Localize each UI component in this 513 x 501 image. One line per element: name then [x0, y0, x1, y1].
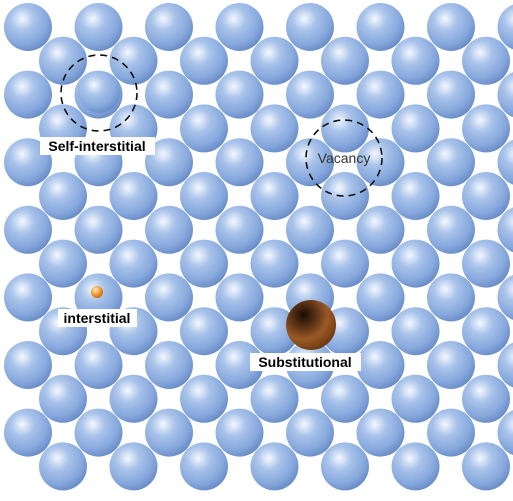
- lattice-atom: [4, 409, 52, 457]
- lattice-atom: [145, 341, 193, 389]
- lattice-atom: [110, 172, 158, 220]
- lattice-atom: [357, 71, 405, 119]
- interstitial-atom: [91, 286, 103, 298]
- lattice-atom: [462, 442, 510, 490]
- lattice-atom: [392, 240, 440, 288]
- lattice-atom: [75, 206, 123, 254]
- lattice-atom: [321, 104, 369, 152]
- lattice-atom: [392, 307, 440, 355]
- lattice-atom: [145, 409, 193, 457]
- lattice-atom: [251, 37, 299, 85]
- interstitial-label: interstitial: [64, 310, 131, 326]
- lattice-atom: [462, 104, 510, 152]
- interstitial-label-group: interstitial: [58, 309, 137, 327]
- lattice-atom: [180, 172, 228, 220]
- lattice-atom: [180, 442, 228, 490]
- lattice-atom: [75, 3, 123, 51]
- substitutional-atom: [286, 300, 336, 350]
- lattice-atom: [286, 3, 334, 51]
- lattice-atom: [427, 206, 475, 254]
- lattice-atom: [321, 172, 369, 220]
- lattice-atom: [321, 442, 369, 490]
- lattice-atom: [392, 104, 440, 152]
- lattice-atom: [4, 273, 52, 321]
- lattice-atom: [462, 307, 510, 355]
- lattice-atom: [462, 172, 510, 220]
- lattice-atom: [216, 273, 264, 321]
- lattice-atom: [427, 341, 475, 389]
- lattice-atom: [4, 206, 52, 254]
- lattice-atom: [427, 3, 475, 51]
- lattice-atom: [462, 375, 510, 423]
- vacancy-label: Vacancy: [318, 150, 371, 166]
- lattice-atom: [180, 240, 228, 288]
- lattice-atom: [180, 375, 228, 423]
- lattice-atom: [427, 273, 475, 321]
- lattice-atom: [4, 341, 52, 389]
- lattice-atom: [427, 138, 475, 186]
- lattice-atom: [251, 240, 299, 288]
- lattice-atom: [216, 206, 264, 254]
- self-interstitial-label: Self-interstitial: [48, 138, 145, 154]
- lattice-atom: [110, 375, 158, 423]
- lattice-atom: [145, 3, 193, 51]
- lattice-atom: [216, 3, 264, 51]
- lattice-atom: [321, 240, 369, 288]
- substitutional-label: Substitutional: [258, 354, 351, 370]
- lattice-atom: [216, 409, 264, 457]
- lattice-atom: [39, 442, 87, 490]
- lattice-atom: [392, 442, 440, 490]
- lattice-atom: [180, 37, 228, 85]
- substitutional-label-group: Substitutional: [250, 353, 361, 371]
- lattice-atom: [145, 273, 193, 321]
- lattice-atom: [357, 273, 405, 321]
- lattice-atom: [75, 341, 123, 389]
- lattice-atom: [392, 172, 440, 220]
- lattice-atom: [39, 172, 87, 220]
- lattice-atom: [251, 172, 299, 220]
- lattice-atom: [357, 409, 405, 457]
- lattice-atom: [110, 442, 158, 490]
- lattice-atom: [357, 341, 405, 389]
- lattice-atom: [216, 71, 264, 119]
- lattice-atom: [427, 71, 475, 119]
- lattice-atom: [75, 409, 123, 457]
- self-interstitial-atom: [78, 71, 120, 113]
- lattice-atoms: [4, 3, 513, 490]
- self-interstitial-label-group: Self-interstitial: [40, 137, 155, 155]
- lattice-atom: [4, 3, 52, 51]
- lattice-atom: [321, 37, 369, 85]
- lattice-atom: [39, 240, 87, 288]
- lattice-atom: [180, 104, 228, 152]
- lattice-atom: [286, 71, 334, 119]
- lattice-atom: [180, 307, 228, 355]
- lattice-atom: [251, 104, 299, 152]
- lattice-atom: [357, 206, 405, 254]
- lattice-atom: [462, 240, 510, 288]
- lattice-atom: [357, 3, 405, 51]
- lattice-atom: [392, 375, 440, 423]
- lattice-atom: [462, 37, 510, 85]
- lattice-atom: [4, 71, 52, 119]
- lattice-atom: [39, 375, 87, 423]
- lattice-atom: [427, 409, 475, 457]
- lattice-atom: [321, 375, 369, 423]
- lattice-atom: [145, 71, 193, 119]
- lattice-atom: [145, 206, 193, 254]
- lattice-atom: [110, 240, 158, 288]
- lattice-atom: [286, 409, 334, 457]
- lattice-atom: [251, 375, 299, 423]
- lattice-atom: [392, 37, 440, 85]
- lattice-atom: [216, 138, 264, 186]
- lattice-atom: [286, 206, 334, 254]
- lattice-atom: [251, 442, 299, 490]
